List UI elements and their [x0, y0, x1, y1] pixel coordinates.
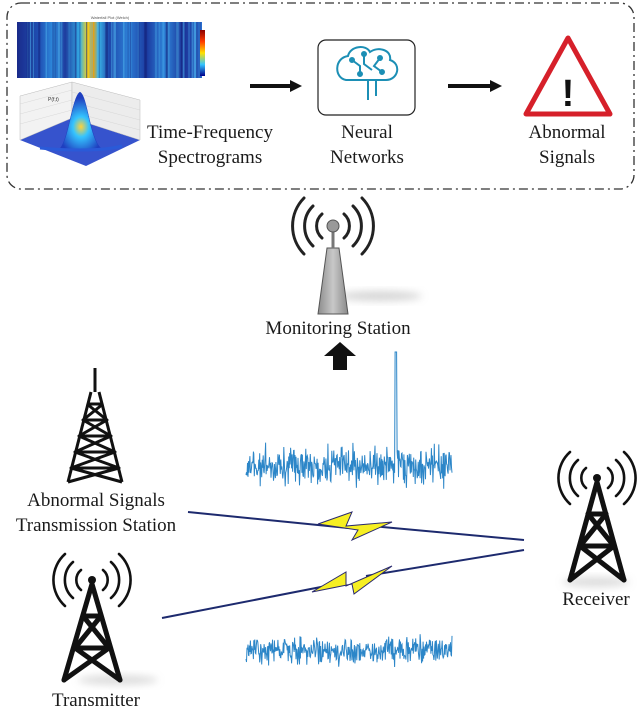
transmitter-label: Transmitter — [52, 690, 140, 711]
lightning-icon — [311, 565, 393, 595]
brain-circuit-icon — [336, 46, 399, 100]
waveform-abnormal — [245, 351, 453, 489]
arrow-right-icon — [448, 80, 502, 92]
receiver-tower — [557, 450, 637, 587]
svg-text:!: ! — [562, 73, 575, 115]
pipeline-frame — [6, 2, 635, 190]
warning-triangle-icon: ! — [523, 35, 613, 117]
abnormal-link — [187, 511, 525, 542]
abnormal-station-label: Abnormal Signals Transmission Station — [15, 490, 177, 536]
radio-waves-icon — [557, 450, 637, 506]
abnormal-signals-label: Abnormal Signals — [528, 122, 606, 168]
transmitter-link — [161, 549, 525, 619]
svg-text:P(f,t): P(f,t) — [48, 97, 59, 103]
arrow-right-icon — [250, 80, 302, 92]
spectrogram-surface-plot: P(f,t) — [19, 81, 141, 166]
receiver-label: Receiver — [562, 589, 630, 610]
svg-text:Waterfall Plot (Welch): Waterfall Plot (Welch) — [91, 15, 130, 20]
transmitter-tower — [52, 552, 158, 685]
monitoring-station-tower — [291, 196, 422, 315]
lightning-icon — [317, 511, 393, 542]
waveform-normal — [245, 634, 453, 668]
arrow-up-icon — [324, 342, 356, 370]
spectrogram-label: Time-Frequency Spectrograms — [147, 122, 273, 168]
neural-network-label: Neural Networks — [330, 122, 404, 168]
radio-waves-icon — [291, 196, 375, 256]
monitoring-station-label: Monitoring Station — [265, 318, 411, 339]
spectrogram-heatmap: Waterfall Plot (Welch) — [17, 15, 205, 78]
neural-network-box — [317, 39, 416, 116]
abnormal-transmission-tower — [66, 368, 124, 484]
radio-waves-icon — [52, 552, 132, 608]
